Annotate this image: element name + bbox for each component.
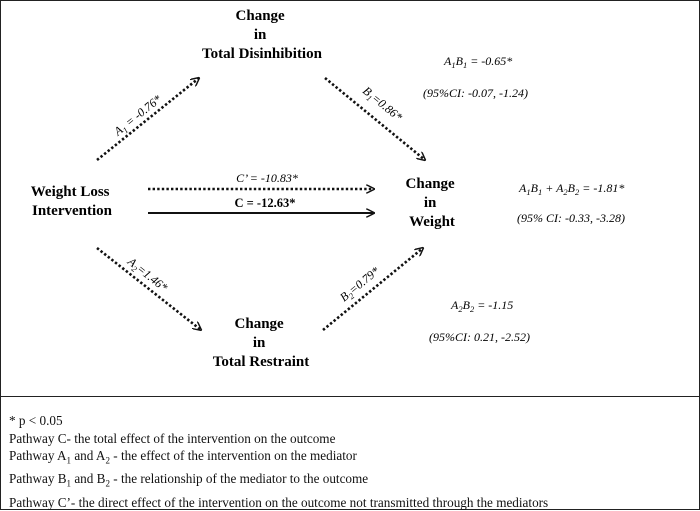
node-change-in-weight: Change in Weight (406, 176, 459, 230)
path-c-label: C = -12.63* (235, 196, 296, 210)
legend-pathway-c: Pathway C- the total effect of the inter… (9, 430, 336, 446)
figure-legend: * p < 0.05 Pathway C- the total effect o… (9, 412, 548, 511)
legend-significance: * p < 0.05 (9, 413, 63, 428)
effect-a1b1-ci: (95%CI: -0.07, -1.24) (423, 86, 528, 100)
node-total-restraint: Change in Total Restraint (213, 316, 310, 370)
node-weight-loss-intervention: Weight Loss Intervention (31, 184, 114, 219)
legend-pathway-b: Pathway B1 and B2 - the relationship of … (9, 471, 369, 490)
effect-total-indirect-label: A1B1 + A2B2 = -1.81* (518, 181, 624, 197)
mediation-diagram: Change in Total Disinhibition Weight Los… (31, 8, 625, 370)
path-a1-label: A1 = -0.76* (110, 92, 165, 141)
path-b2-arrow (322, 248, 423, 332)
effect-a2b2-label: A2B2 = -1.15 (450, 298, 513, 314)
node-total-disinhibition: Change in Total Disinhibition (202, 8, 323, 62)
legend-pathway-a: Pathway A1 and A2 - the effect of the in… (9, 448, 357, 466)
effect-a1b1-label: A1B1 = -0.65* (443, 54, 512, 70)
path-b1-label: B1=0.86* (359, 83, 405, 125)
legend-pathway-c-prime: Pathway C’- the direct effect of the int… (9, 494, 549, 510)
legend-divider (0, 396, 700, 397)
path-c-prime-label: C’ = -10.83* (236, 171, 298, 185)
path-a2-arrow (96, 246, 201, 330)
path-b1-arrow (324, 76, 425, 160)
effect-a2b2-ci: (95%CI: 0.21, -2.52) (429, 330, 530, 344)
effect-total-indirect-ci: (95% CI: -0.33, -3.28) (517, 211, 625, 225)
path-a1-arrow (96, 78, 199, 162)
